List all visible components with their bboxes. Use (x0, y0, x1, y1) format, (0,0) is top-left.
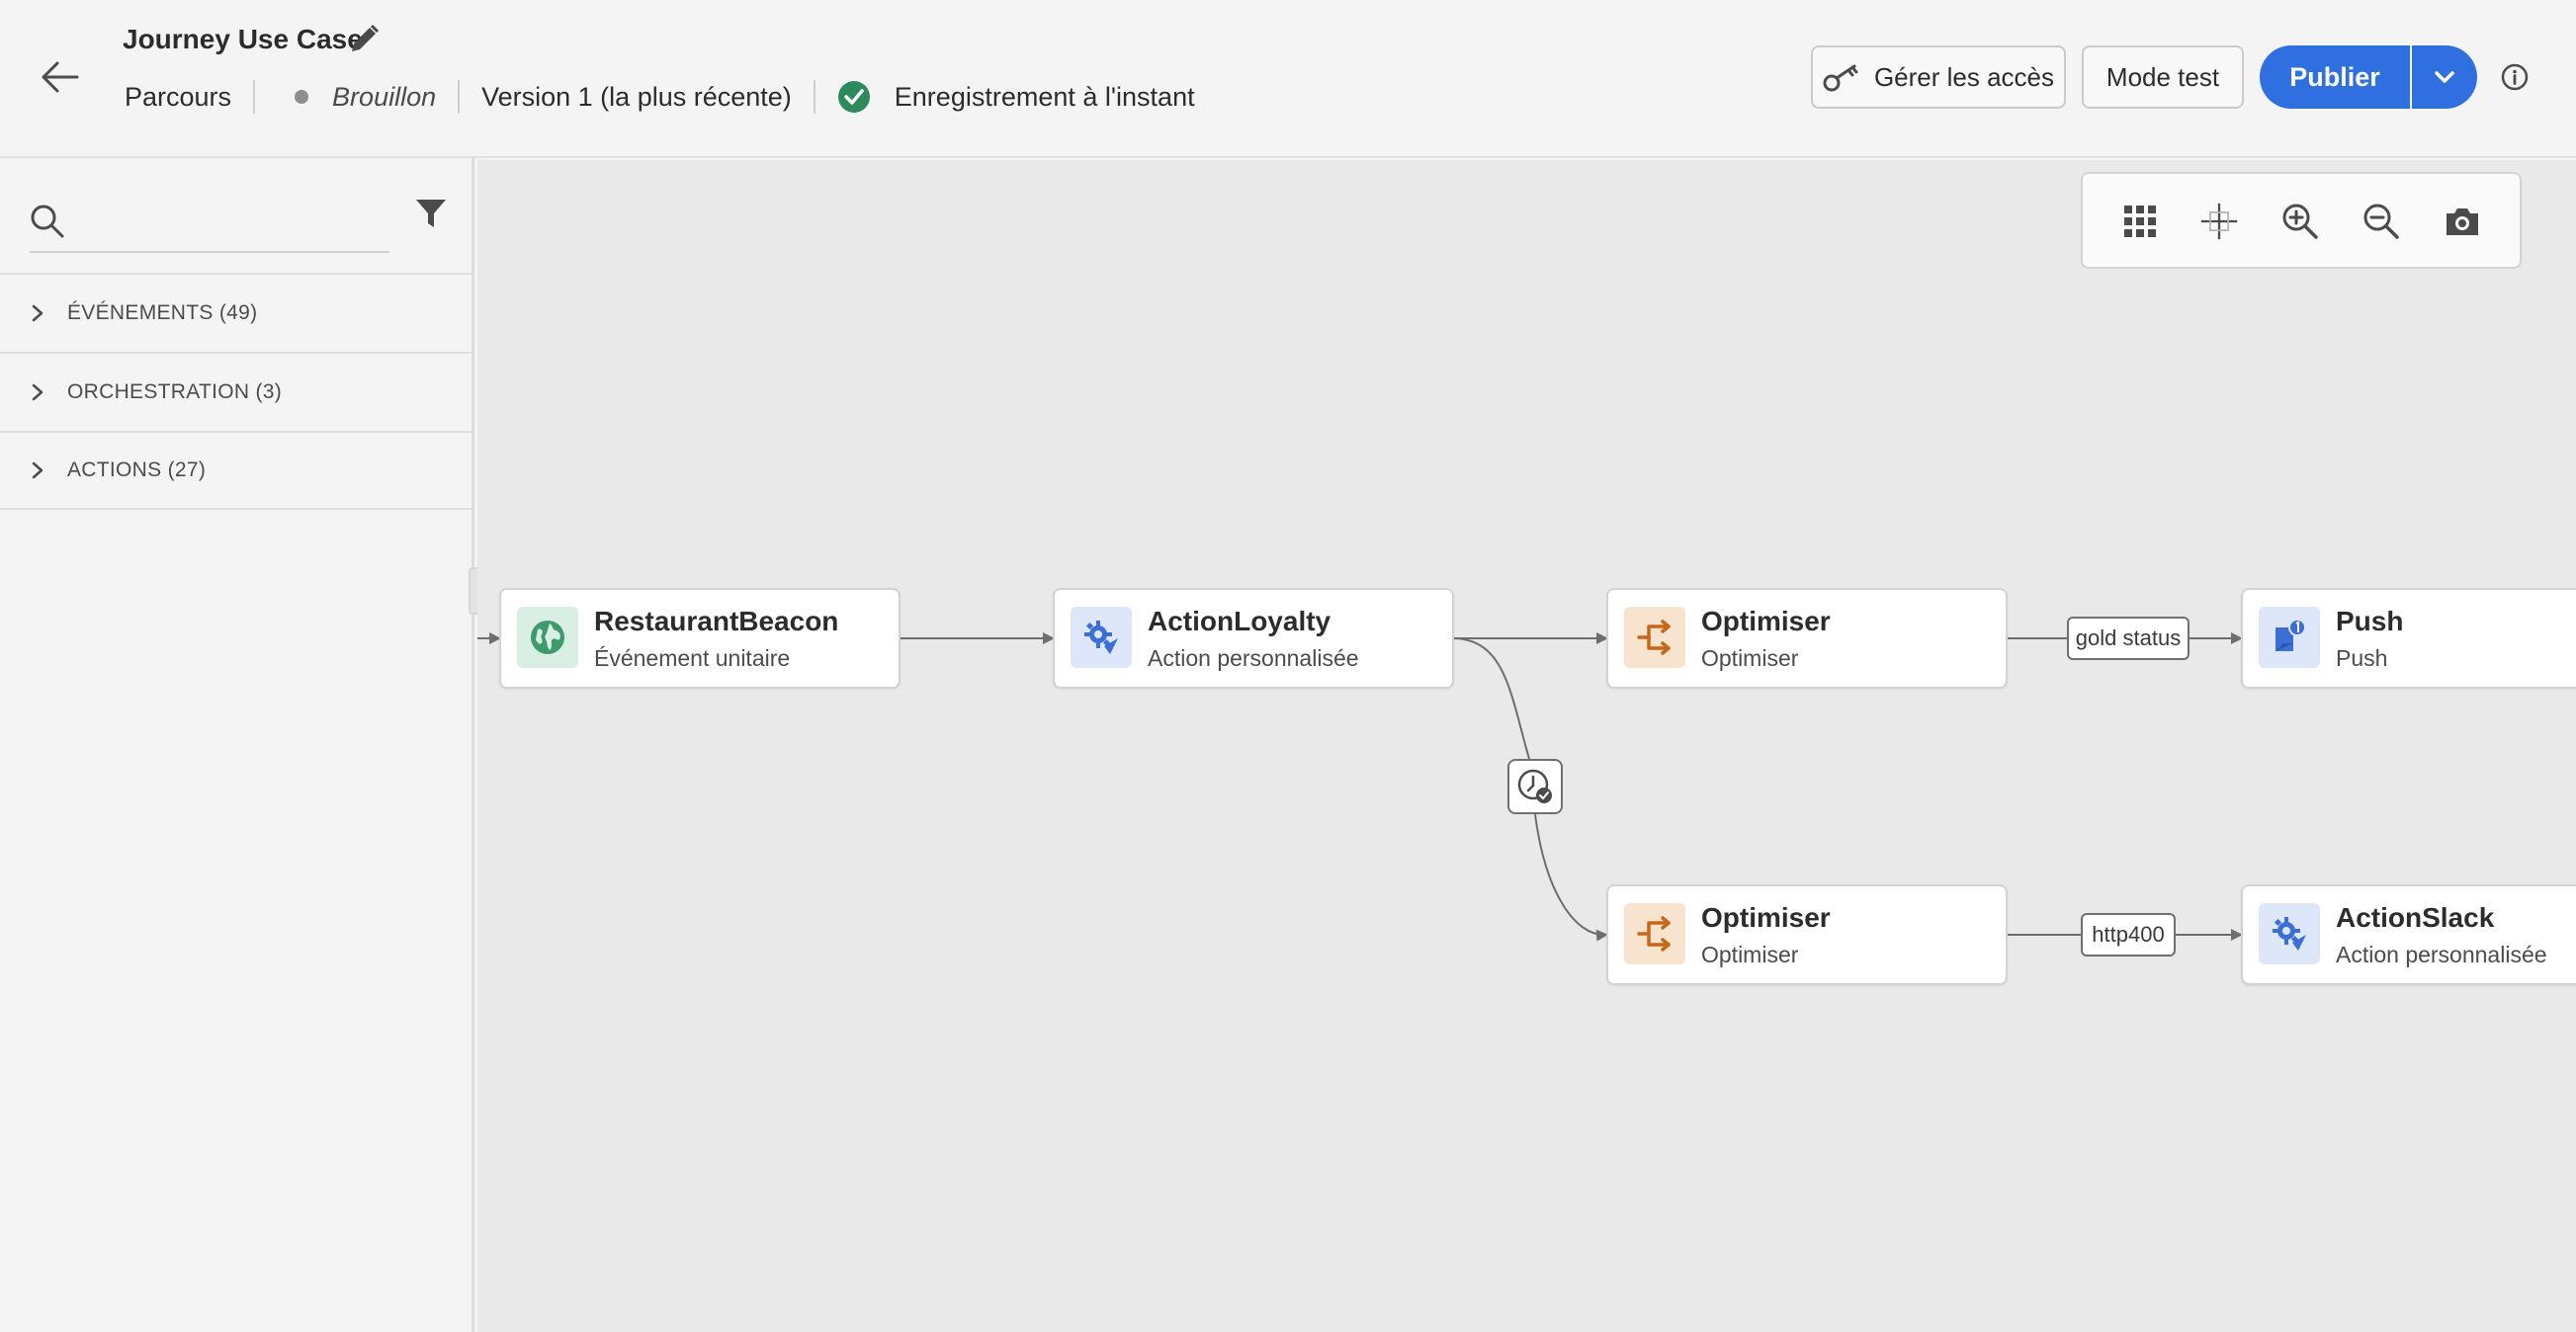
optimize-icon-wrapper (1624, 607, 1685, 668)
section-label: ÉVÉNEMENTS (49) (67, 301, 258, 324)
arrow-left-icon (42, 61, 79, 93)
info-icon[interactable] (2499, 61, 2531, 93)
node-title: Push (2336, 606, 2404, 636)
push-icon (2275, 619, 2306, 651)
custom-action-icon (2273, 917, 2306, 951)
push-icon-wrapper (2259, 607, 2320, 668)
breadcrumb[interactable]: Parcours (125, 81, 232, 112)
node-title: RestaurantBeacon (594, 606, 839, 636)
optimize-icon-wrapper (1624, 903, 1685, 964)
manage-access-button[interactable]: Gérer les accès (1811, 45, 2066, 109)
checkmark-circle-icon (837, 81, 870, 113)
section-label: ORCHESTRATION (3) (67, 380, 283, 403)
node-push[interactable]: Push Push (2241, 588, 2576, 689)
journey-meta: Parcours Brouillon Version 1 (la plus ré… (125, 77, 1195, 117)
node-subtitle: Action personnalisée (1148, 645, 1359, 671)
custom-action-icon (1084, 621, 1118, 654)
back-button[interactable] (36, 55, 83, 99)
node-title: ActionLoyalty (1148, 606, 1331, 636)
screenshot-button[interactable] (2443, 202, 2482, 241)
journey-canvas[interactable]: RestaurantBeacon Événement unitaire Acti… (477, 160, 2576, 1332)
timeout-path-marker[interactable] (1507, 759, 1563, 814)
filter-icon[interactable] (413, 196, 449, 231)
status-badge: Brouillon (332, 81, 437, 112)
publish-button[interactable]: Publier (2260, 45, 2410, 109)
node-title: ActionSlack (2336, 902, 2495, 933)
node-title: Optimiser (1701, 902, 1831, 933)
node-subtitle: Action personnalisée (2336, 942, 2547, 967)
zoom-out-button[interactable] (2361, 202, 2401, 241)
chevron-down-icon (2435, 71, 2454, 83)
node-title: Optimiser (1701, 606, 1831, 636)
fit-to-screen-button[interactable] (2199, 202, 2239, 241)
node-action-loyalty[interactable]: ActionLoyalty Action personnalisée (1053, 588, 1454, 689)
section-events[interactable]: ÉVÉNEMENTS (49) (0, 273, 474, 352)
chevron-right-icon (32, 461, 43, 479)
connection-lines (477, 632, 2243, 942)
zoom-in-icon (2282, 204, 2318, 239)
edge-label-http400[interactable]: http400 (2081, 913, 2176, 957)
camera-icon (2447, 208, 2478, 235)
search-box (30, 186, 389, 253)
node-action-slack[interactable]: ActionSlack Action personnalisée (2241, 884, 2576, 985)
timeout-clock-icon (1517, 769, 1552, 803)
chevron-right-icon (32, 383, 43, 401)
divider (253, 80, 256, 114)
status-dot-icon (295, 90, 309, 104)
manage-access-label: Gérer les accès (1873, 61, 2055, 92)
globe-icon (531, 621, 564, 654)
version-label: Version 1 (la plus récente) (481, 81, 792, 112)
save-status: Enregistrement à l'instant (894, 81, 1195, 112)
node-subtitle: Optimiser (1701, 942, 1799, 967)
divider (813, 80, 816, 114)
key-icon (1823, 64, 1858, 92)
search-input[interactable] (83, 196, 380, 245)
optimize-icon (1637, 620, 1671, 655)
section-actions[interactable]: ACTIONS (27) (0, 431, 474, 510)
zoom-out-icon (2363, 204, 2399, 239)
canvas-toolbar (2081, 172, 2522, 269)
node-subtitle: Push (2336, 645, 2388, 671)
section-orchestration[interactable]: ORCHESTRATION (3) (0, 352, 474, 431)
node-restaurant-beacon[interactable]: RestaurantBeacon Événement unitaire (499, 588, 901, 689)
node-subtitle: Événement unitaire (594, 645, 791, 671)
zoom-in-button[interactable] (2280, 202, 2320, 241)
journey-title: Journey Use Case (123, 24, 363, 54)
activity-palette: ÉVÉNEMENTS (49) ORCHESTRATION (3) ACTION… (0, 158, 474, 1332)
divider (458, 80, 461, 114)
search-icon (31, 205, 64, 238)
edge-label-gold-status[interactable]: gold status (2067, 617, 2190, 660)
node-optimize-bottom[interactable]: Optimiser Optimiser (1606, 884, 2008, 985)
edit-title-button[interactable] (346, 22, 382, 57)
event-icon-wrapper (517, 607, 578, 668)
test-mode-button[interactable]: Mode test (2082, 45, 2244, 109)
node-optimize-top[interactable]: Optimiser Optimiser (1606, 588, 2008, 689)
chevron-right-icon (32, 304, 43, 322)
action-icon-wrapper (2259, 903, 2320, 964)
journey-header: Journey Use Case Parcours Brouillon Vers… (0, 0, 2576, 158)
crosshair-icon (2200, 203, 2238, 240)
section-label: ACTIONS (27) (67, 458, 207, 481)
publish-options-button[interactable] (2412, 45, 2477, 109)
optimize-icon (1637, 916, 1671, 952)
node-subtitle: Optimiser (1701, 645, 1799, 671)
grid-icon (2124, 206, 2156, 237)
pencil-icon (352, 24, 380, 51)
grid-view-button[interactable] (2120, 202, 2160, 241)
action-icon-wrapper (1071, 607, 1132, 668)
